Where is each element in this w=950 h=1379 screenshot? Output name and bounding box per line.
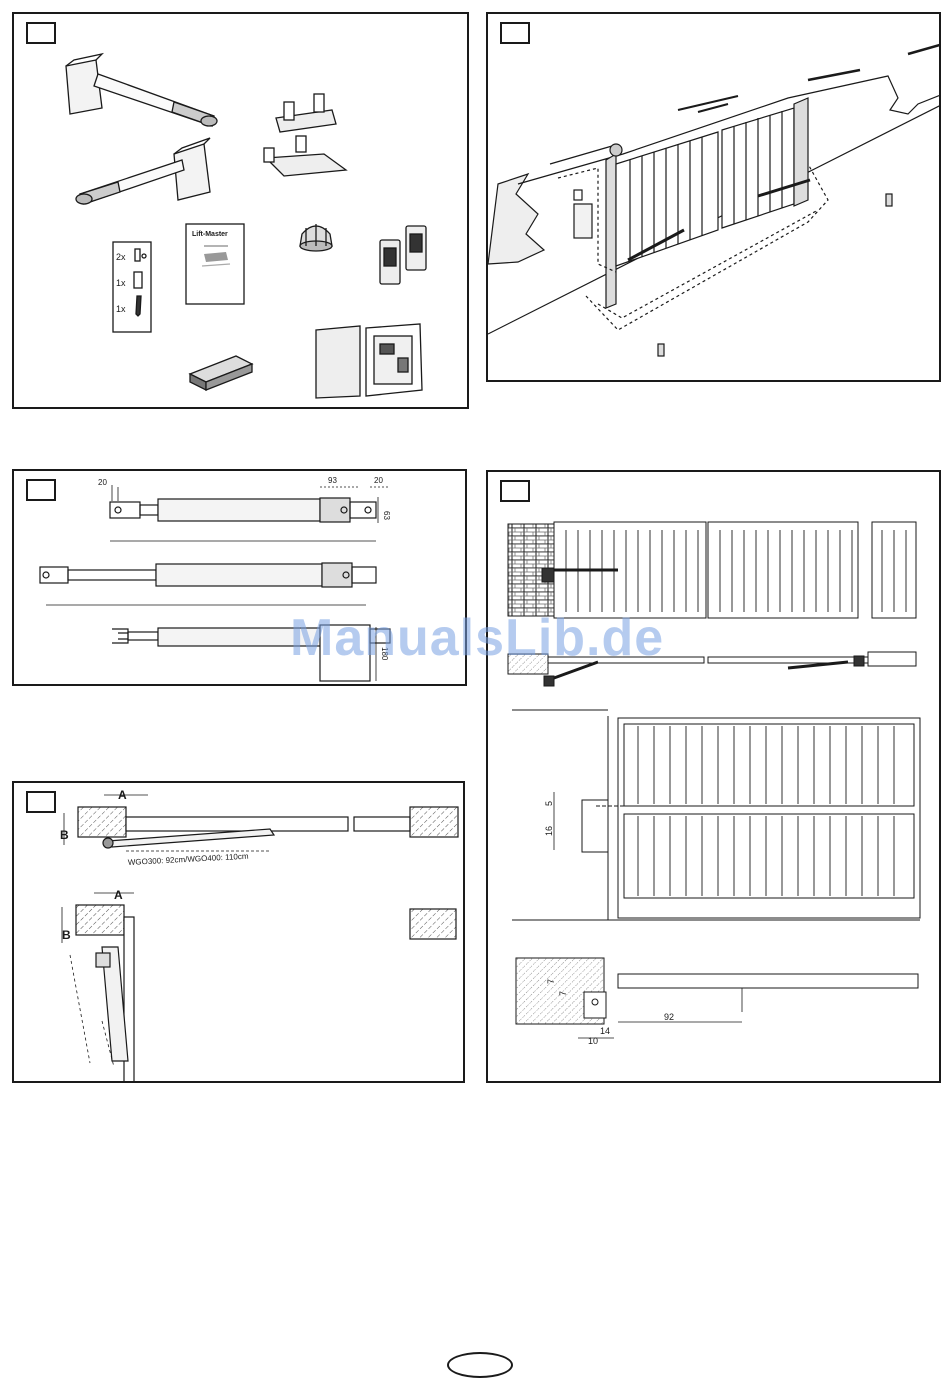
mounting-geometry-panel: A B WGO300: 92cm/WGO400: 110cm A B [12,781,465,1083]
dim-7b: 7 [558,991,568,996]
dim-93: 93 [328,476,337,485]
hardware-qty-1: 2x [116,252,126,262]
label-b-closed: B [60,828,69,842]
page-number-oval [447,1352,513,1378]
label-a-closed: A [118,788,127,802]
operator-arm-upper [66,54,217,126]
parts-overview-panel: 2x 1x 1x Lift-Master [12,12,469,409]
gate-layout-panel: 5 16 7 7 92 14 10 [486,470,941,1083]
gate-installation-overview-panel [486,12,941,382]
label-a-open: A [114,888,123,902]
dim-20-right: 20 [374,476,383,485]
dim-7a: 7 [546,979,556,984]
hardware-qty-3: 1x [116,304,126,314]
rod-length-note: WGO300: 92cm/WGO400: 110cm [128,852,249,867]
dim-14: 14 [600,1026,610,1036]
watermark: ManualsLib.de [290,608,664,668]
dim-20-left: 20 [98,478,107,487]
label-b-open: B [62,928,71,942]
gate-leaf-left [616,132,718,266]
hardware-qty-2: 1x [116,278,126,288]
control-box [316,324,422,398]
operator-arm-lower [76,138,210,204]
operator-side-view-1 [110,498,376,522]
dim-10: 10 [588,1036,598,1046]
photocell-pair [380,226,426,284]
dim-16: 16 [544,826,554,836]
mounting-brackets [264,94,346,176]
gate-layout-drawing: 5 16 7 7 92 14 10 [488,472,941,1083]
gate-perspective-drawing [488,14,941,382]
dim-92: 92 [664,1012,674,1022]
warning-lamp [300,224,332,251]
parts-overview-drawing: 2x 1x 1x Lift-Master [14,14,469,409]
gate-leaf-right [722,108,794,228]
remote-transmitter [190,356,252,390]
manual-brand-label: Lift-Master [192,231,228,238]
mounting-geometry-drawing: A B WGO300: 92cm/WGO400: 110cm A B [14,783,465,1083]
operator-side-view-2 [40,563,376,587]
dim-5: 5 [544,801,554,806]
dim-63: 63 [382,511,391,520]
